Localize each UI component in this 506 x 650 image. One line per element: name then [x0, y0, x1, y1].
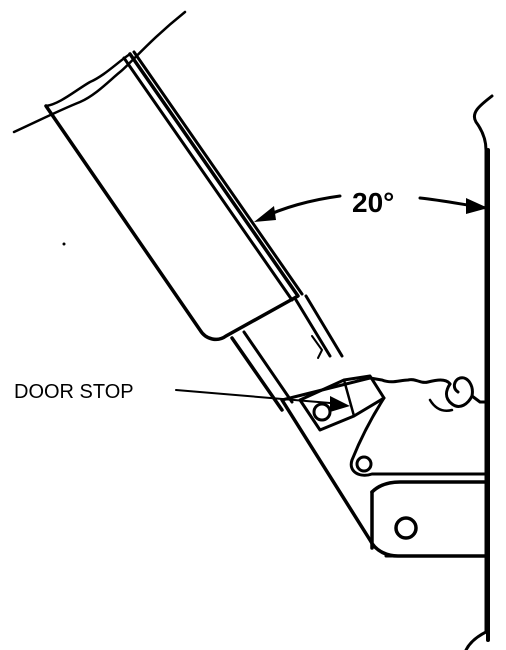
hinge-bracket [280, 374, 488, 558]
door-stop-arrowhead [330, 396, 350, 412]
angle-arrowhead-right [466, 198, 488, 214]
door-arm [230, 294, 344, 412]
door-stop-label: DOOR STOP [14, 381, 134, 403]
angle-label: 20° [352, 187, 394, 218]
door-stop-callout: DOOR STOP [14, 381, 350, 412]
angle-dimension: 20° [254, 187, 488, 222]
door-panel [12, 10, 304, 342]
wall-frame [464, 94, 494, 650]
angle-arrowhead-left [254, 206, 276, 222]
stray-dot [62, 242, 66, 246]
